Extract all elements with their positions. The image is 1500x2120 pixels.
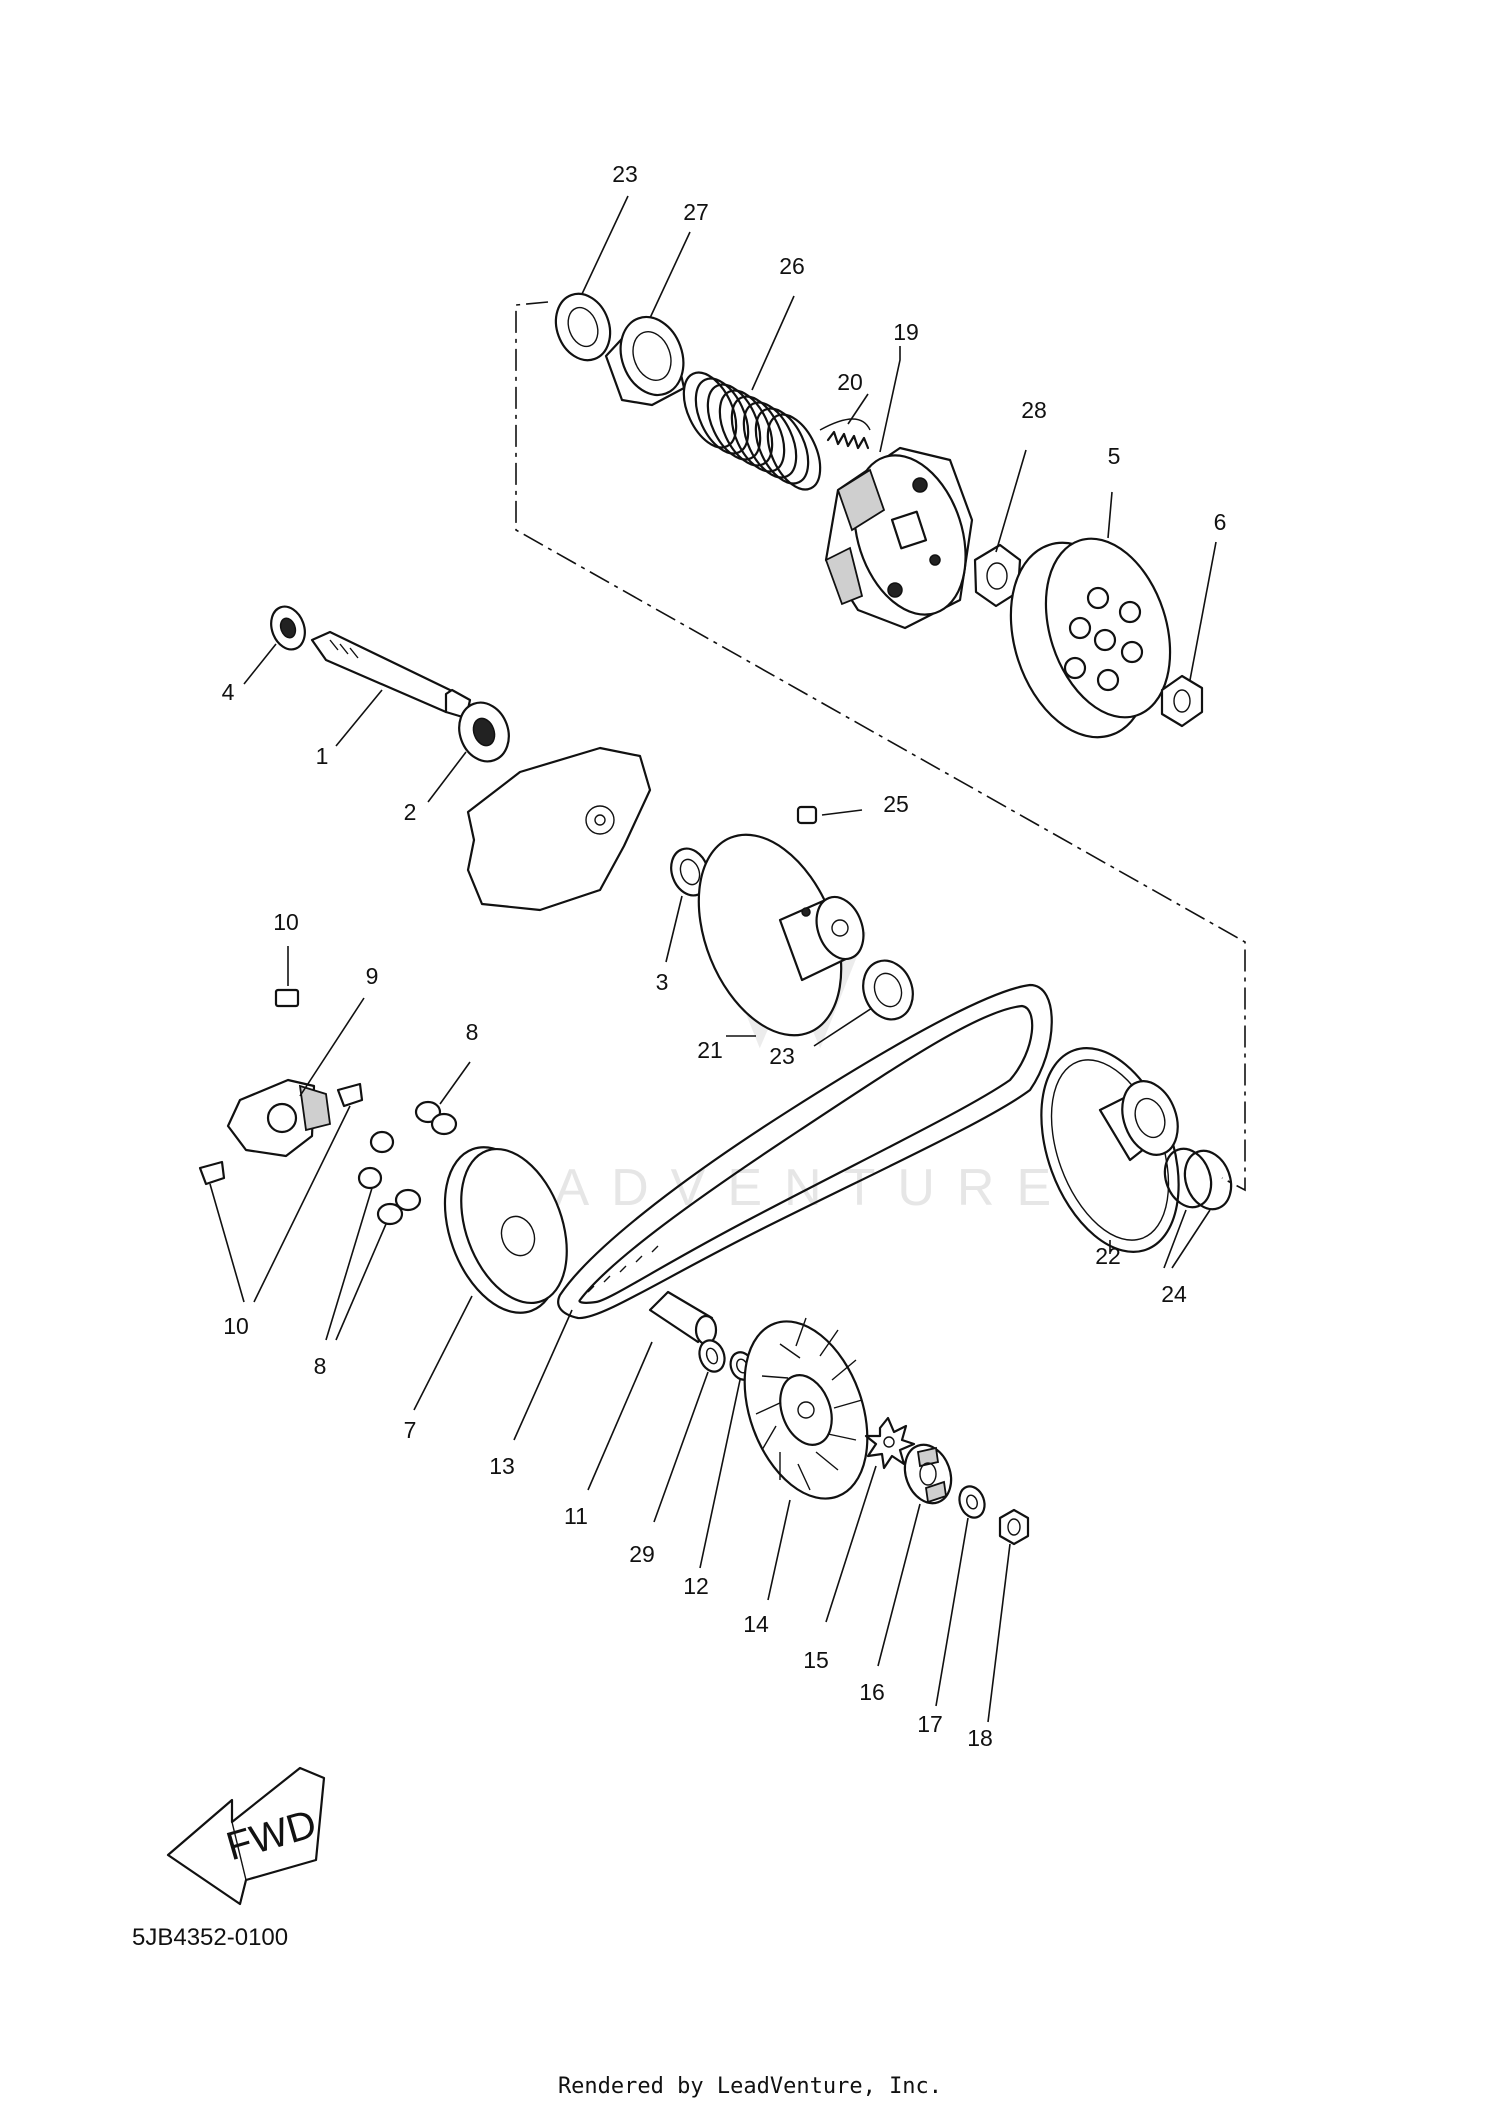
label-part-12: 12 [683, 1573, 709, 1599]
crankcase-cover [466, 746, 652, 912]
sheave-collar [648, 1290, 718, 1346]
collar [604, 315, 686, 407]
leader-lines [209, 195, 1217, 1723]
assembly-dash-line [515, 301, 1246, 1192]
clutch-spring [819, 418, 871, 450]
label-part-23-bottom: 23 [769, 1043, 795, 1069]
render-credit: Rendered by LeadVenture, Inc. [557, 2074, 943, 2099]
label-part-9: 9 [366, 963, 379, 989]
label-part-20: 20 [837, 369, 863, 395]
part-labels: 23 27 26 19 20 28 5 6 4 1 2 25 10 9 3 21… [222, 161, 1227, 1751]
label-part-10-top: 10 [273, 909, 299, 935]
label-part-28: 28 [1021, 397, 1047, 423]
primary-fixed-sheave [697, 833, 865, 1037]
secondary-shaft [310, 630, 472, 720]
slider-cam [226, 1078, 331, 1158]
forward-arrow: FWD [166, 1766, 326, 1906]
housing-nut [1160, 674, 1204, 728]
primary-sliding-sheave [443, 1146, 568, 1314]
label-part-17: 17 [917, 1711, 943, 1737]
label-part-8-top: 8 [466, 1019, 479, 1045]
v-belt [557, 983, 1053, 1320]
clutch-housing [1009, 537, 1172, 739]
slider-pieces [198, 988, 364, 1186]
plug [796, 805, 818, 825]
label-part-15: 15 [803, 1647, 829, 1673]
thrust-washer [958, 1485, 986, 1519]
star-washer [864, 1416, 916, 1470]
label-part-16: 16 [859, 1679, 885, 1705]
label-part-29: 29 [629, 1541, 655, 1567]
oil-seal-top [554, 292, 612, 362]
bearing-small [270, 605, 306, 651]
drawing-code: 5JB4352-0100 [132, 1924, 289, 1951]
label-part-10-bottom: 10 [223, 1313, 249, 1339]
label-part-6: 6 [1214, 509, 1227, 535]
o-rings [1163, 1147, 1233, 1211]
compression-spring [682, 371, 822, 491]
label-part-7: 7 [404, 1417, 417, 1443]
label-part-4: 4 [222, 679, 235, 705]
sheave-nut [998, 1508, 1030, 1546]
label-part-3: 3 [656, 969, 669, 995]
label-part-19: 19 [893, 319, 919, 345]
oil-seal-bottom [862, 959, 914, 1021]
label-part-8-bottom: 8 [314, 1353, 327, 1379]
label-part-26: 26 [779, 253, 805, 279]
label-part-22: 22 [1095, 1243, 1121, 1269]
label-part-1: 1 [316, 743, 329, 769]
label-part-21: 21 [697, 1037, 723, 1063]
label-part-2: 2 [404, 799, 417, 825]
label-part-18: 18 [967, 1725, 993, 1751]
weight-rollers [357, 1100, 458, 1226]
label-part-24: 24 [1161, 1281, 1187, 1307]
label-part-27: 27 [683, 199, 709, 225]
label-part-23-top: 23 [612, 161, 638, 187]
primary-fan-sheave [743, 1317, 869, 1500]
one-way-clutch [903, 1443, 953, 1505]
label-part-14: 14 [743, 1611, 769, 1637]
label-part-5: 5 [1108, 443, 1121, 469]
label-part-13: 13 [489, 1453, 515, 1479]
bearing-large [458, 701, 510, 763]
secondary-sheave [1040, 1047, 1180, 1253]
clutch-carrier-assembly [824, 446, 974, 630]
label-part-11: 11 [564, 1503, 588, 1529]
label-part-25: 25 [883, 791, 909, 817]
